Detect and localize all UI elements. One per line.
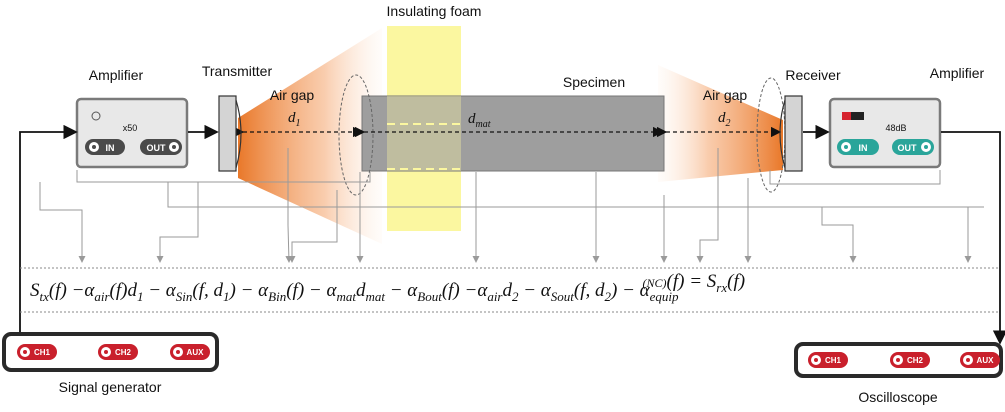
receiver-label: Receiver [785,67,841,83]
specimen-label: Specimen [563,74,625,90]
amplifier-right [828,97,942,169]
generator-aux-jack-center [176,350,180,354]
amplifier-right-out-label: OUT [898,143,918,153]
oscilloscope-ch1-jack-center [814,358,818,362]
transmitter-label: Transmitter [202,63,273,79]
generator-ch1-label: CH1 [34,348,51,357]
receiver [784,95,803,172]
generator-ch2-jack-center [104,350,108,354]
attenuation-equation: Stx(f) −αair(f)d1 − αSin(f, d1) − αBin(f… [30,271,745,304]
oscilloscope-channels: CH1 CH2 AUX [808,352,1000,368]
amplifier-right-in-jack-center [844,145,848,149]
amplifier-left-in-jack-center [92,145,96,149]
generator-ch2-label: CH2 [115,348,132,357]
amplifier-right-label: Amplifier [930,65,985,81]
wire-amplifier-to-oscilloscope [941,131,1005,345]
d1-label: d1 [288,110,301,129]
amplifier-right-in-label: IN [859,143,868,153]
generator-aux-label: AUX [187,348,205,357]
dmat-label: dmat [468,111,491,130]
signal-generator-label: Signal generator [59,379,162,395]
insulating-foam-label: Insulating foam [387,3,482,19]
transmitter [218,95,237,172]
specimen-foam-overlay [387,96,461,171]
oscilloscope-label: Oscilloscope [858,389,938,405]
signal-generator-channels: CH1 CH2 AUX [17,344,210,360]
gain-indicator-level [842,112,851,120]
amplifier-left-indicator [91,111,101,121]
generator-ch1-jack-center [23,350,27,354]
wire-generator-to-amplifier [19,124,78,334]
oscilloscope-aux-label: AUX [977,356,995,365]
amplifier-left-out-label: OUT [147,143,167,153]
oscilloscope-ch2-jack-center [896,358,900,362]
amplifier-left [75,97,189,169]
transmitter-membrane [235,99,242,169]
oscilloscope-aux-jack-center [966,358,970,362]
amplifier-right-gain: 48dB [885,123,906,133]
bracket-left-extension [167,182,984,208]
gain-indicator [842,112,864,120]
air-gap-left-label: Air gap [270,87,315,103]
air-gap-right-label: Air gap [703,87,748,103]
bracket-right [769,170,941,185]
amplifier-left-in-label: IN [106,143,115,153]
oscilloscope-ch2-label: CH2 [907,356,924,365]
amplifier-left-gain: x50 [123,123,138,133]
amplifier-left-label: Amplifier [89,67,144,83]
bracket-left [76,170,371,183]
term-pointers [39,148,972,263]
amplifier-right-out-jack-center [924,145,928,149]
receiver-membrane [779,99,786,169]
d2-label: d2 [718,110,731,129]
amplifier-left-out-jack-center [172,145,176,149]
oscilloscope-ch1-label: CH1 [825,356,842,365]
receiver-beam [658,65,783,182]
